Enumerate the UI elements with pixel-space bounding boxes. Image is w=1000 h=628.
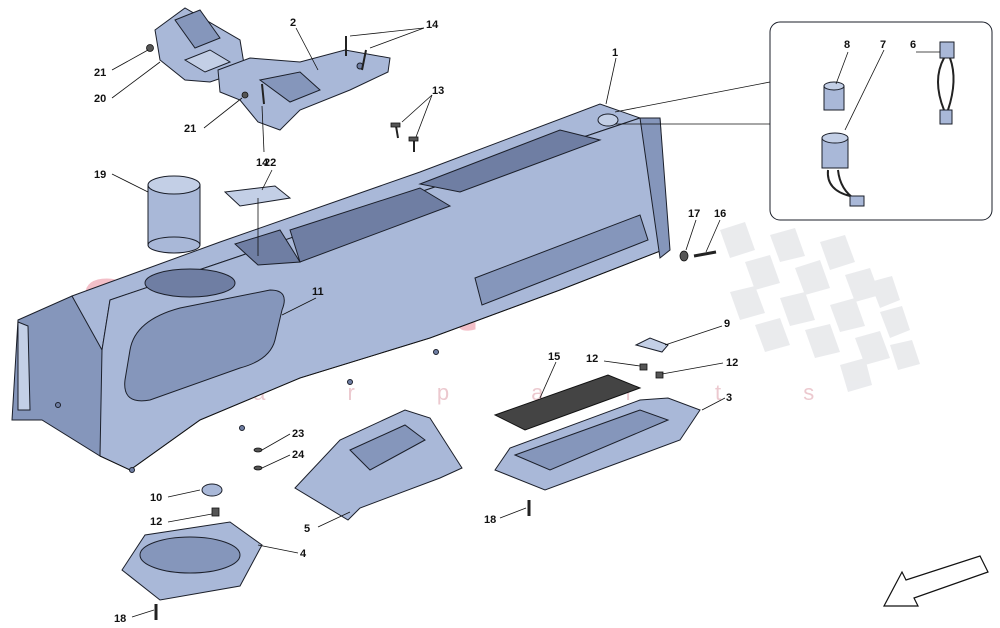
callout-labels: 1 2 3 4 5 6 7 8 9 10 11 12 12 12 13 14 1…	[94, 17, 916, 625]
part-4-cup-holder	[121, 521, 263, 601]
part-15-mat	[493, 374, 642, 431]
callout-21b: 21	[184, 123, 196, 135]
part-1-centre-console	[11, 103, 671, 473]
callout-17: 17	[688, 208, 700, 220]
callout-3: 3	[726, 392, 732, 404]
callout-18b: 18	[114, 613, 126, 625]
callout-24: 24	[292, 449, 305, 461]
callout-9: 9	[724, 318, 730, 330]
callout-1: 1	[612, 47, 618, 59]
front-direction-arrow-icon	[883, 555, 989, 607]
callout-16: 16	[714, 208, 726, 220]
callout-14a: 14	[426, 19, 439, 31]
callout-23: 23	[292, 428, 304, 440]
part-22-pad	[223, 185, 292, 207]
callout-11: 11	[312, 286, 324, 298]
leader-lines	[111, 27, 940, 618]
part-10-plug	[201, 483, 223, 497]
callout-2: 2	[290, 17, 296, 29]
part-2-bracket-assembly	[217, 49, 391, 131]
callout-21a: 21	[94, 67, 106, 79]
part-9-cover	[634, 337, 669, 353]
callout-20: 20	[94, 93, 106, 105]
part-5-bracket	[294, 409, 463, 521]
callout-15: 15	[548, 351, 560, 363]
part-3-storage-tray	[494, 397, 701, 491]
callout-8: 8	[844, 39, 850, 51]
callout-12a: 12	[586, 353, 598, 365]
callout-13: 13	[432, 85, 444, 97]
callout-4: 4	[300, 548, 307, 560]
callout-18a: 18	[484, 514, 496, 526]
callout-22: 22	[264, 157, 276, 169]
part-19-ashtray-cup	[147, 175, 201, 254]
inset-detail-box	[614, 21, 993, 221]
callout-14b: 14	[256, 157, 269, 169]
callout-12c: 12	[150, 516, 162, 528]
callout-19: 19	[94, 169, 106, 181]
callout-12b: 12	[726, 357, 738, 369]
fasteners	[146, 36, 717, 620]
callout-6: 6	[910, 39, 916, 51]
callout-10: 10	[150, 492, 162, 504]
callout-5: 5	[304, 523, 310, 535]
callout-7: 7	[880, 39, 886, 51]
checkered-flag-watermark	[720, 222, 920, 392]
